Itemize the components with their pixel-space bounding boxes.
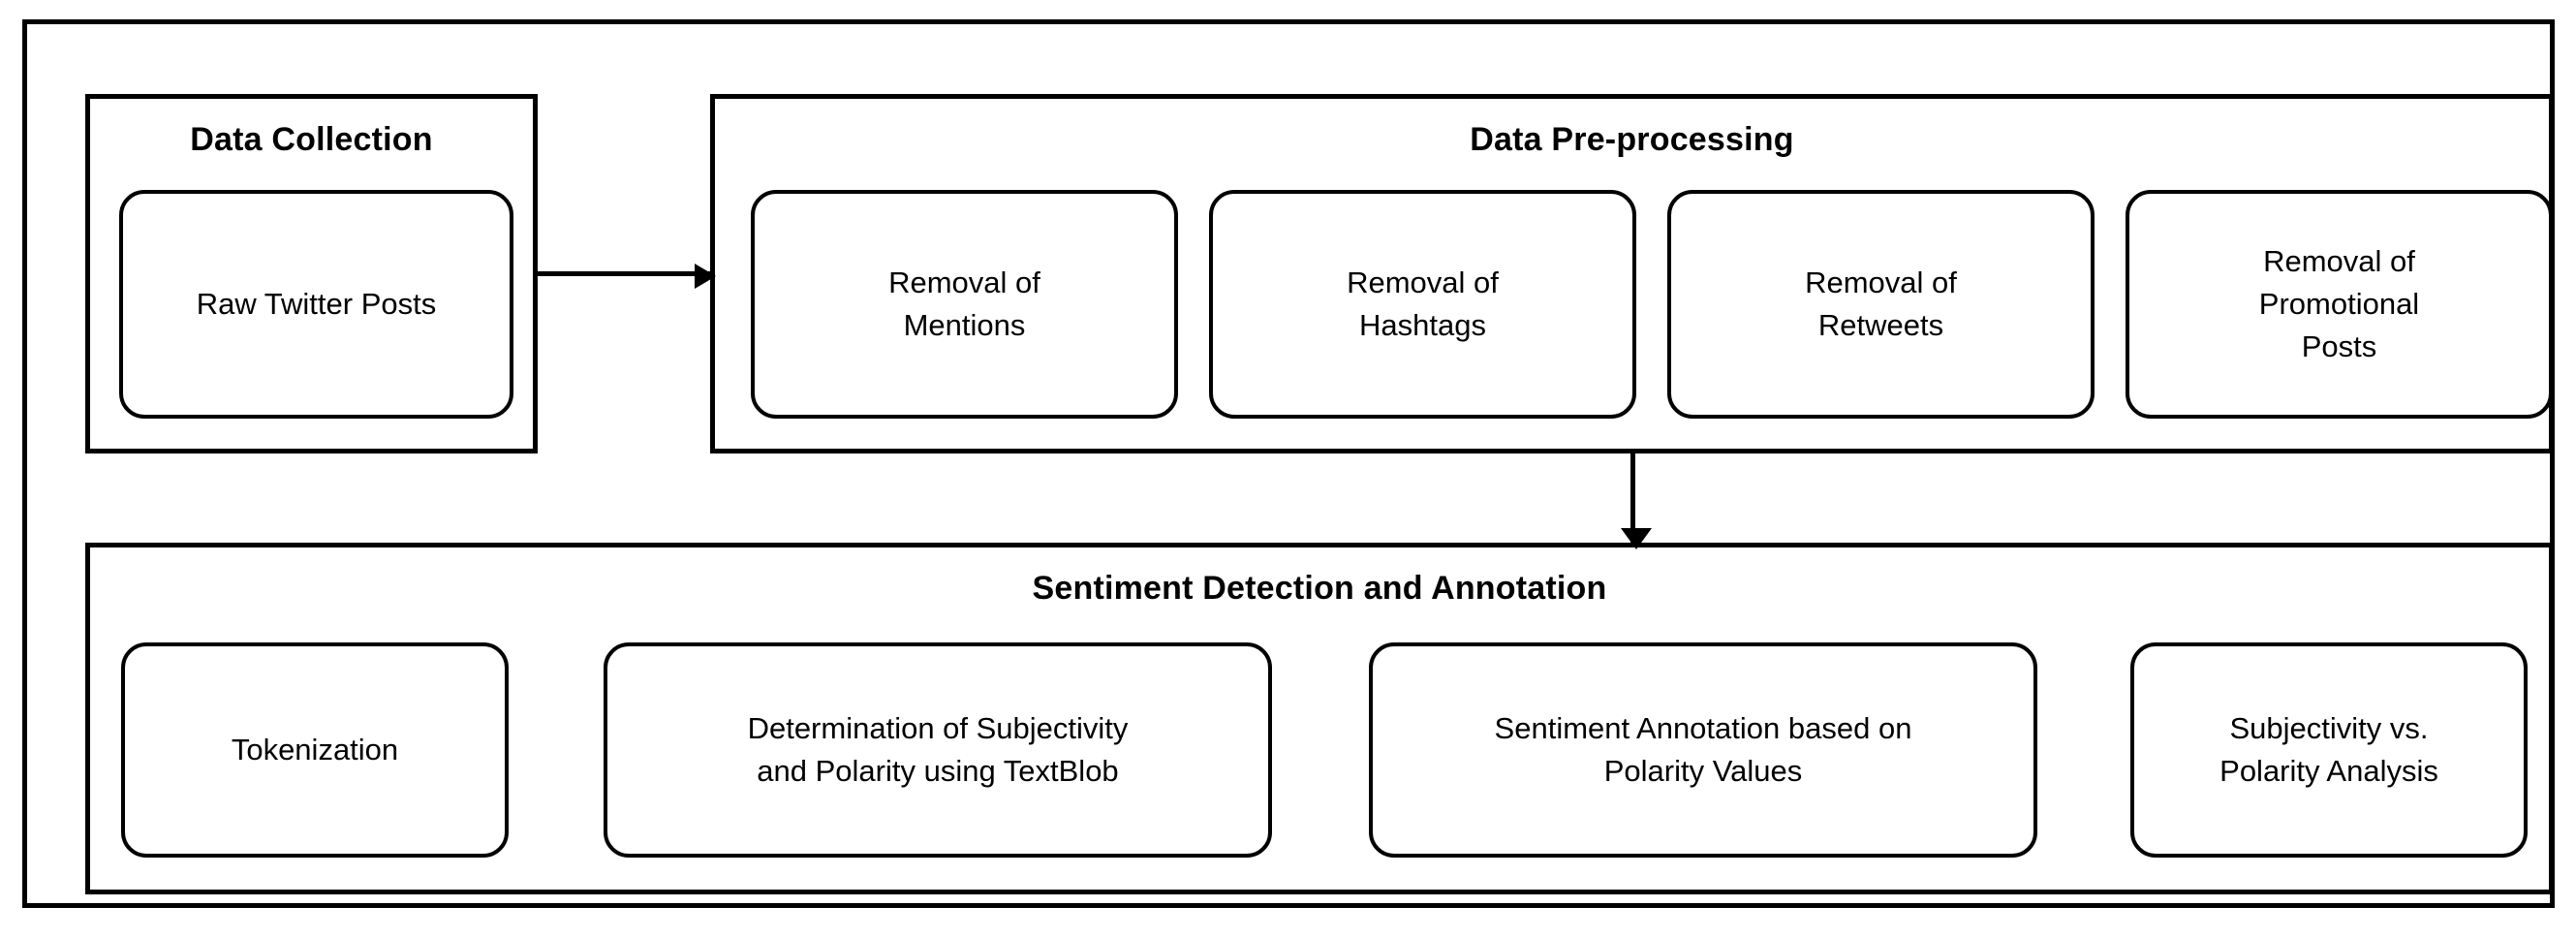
node-removal-of-retweets-label: Removal of Retweets [1805, 266, 1957, 342]
node-removal-of-promotional-posts[interactable]: Removal of Promotional Posts [2126, 190, 2553, 419]
node-raw-twitter-posts-label: Raw Twitter Posts [196, 287, 437, 321]
group-data-preprocessing: Data Pre-processing Removal of Mentions … [710, 94, 2554, 453]
node-sentiment-annotation-based-on-polarity-values[interactable]: Sentiment Annotation based on Polarity V… [1369, 642, 2037, 858]
diagram-outer-frame: Data Collection Raw Twitter Posts Data P… [22, 19, 2555, 908]
arrow-down-icon-preprocessing-to-sentiment [1621, 453, 1652, 549]
group-data-collection: Data Collection Raw Twitter Posts [85, 94, 538, 453]
node-sentiment-annotation-based-on-polarity-values-label: Sentiment Annotation based on Polarity V… [1494, 711, 1912, 788]
group-data-preprocessing-title: Data Pre-processing [1470, 121, 1794, 158]
node-subjectivity-vs-polarity-analysis-label: Subjectivity vs. Polarity Analysis [2219, 711, 2438, 788]
group-sentiment-detection-and-annotation-title: Sentiment Detection and Annotation [1032, 570, 1607, 607]
node-removal-of-mentions[interactable]: Removal of Mentions [751, 190, 1178, 419]
node-tokenization-label: Tokenization [231, 733, 399, 766]
node-determination-of-subjectivity-and-polarity[interactable]: Determination of Subjectivity and Polari… [604, 642, 1272, 858]
group-sentiment-detection-and-annotation: Sentiment Detection and Annotation Token… [85, 543, 2554, 894]
node-raw-twitter-posts[interactable]: Raw Twitter Posts [119, 190, 513, 419]
node-subjectivity-vs-polarity-analysis[interactable]: Subjectivity vs. Polarity Analysis [2130, 642, 2528, 858]
node-determination-of-subjectivity-and-polarity-label: Determination of Subjectivity and Polari… [747, 711, 1129, 788]
node-removal-of-hashtags[interactable]: Removal of Hashtags [1209, 190, 1636, 419]
group-data-collection-title: Data Collection [190, 121, 433, 158]
node-removal-of-hashtags-label: Removal of Hashtags [1347, 266, 1499, 342]
arrow-right-icon-collection-to-preprocessing [538, 264, 716, 289]
node-removal-of-retweets[interactable]: Removal of Retweets [1667, 190, 2095, 419]
node-removal-of-mentions-label: Removal of Mentions [888, 266, 1040, 342]
node-removal-of-promotional-posts-label: Removal of Promotional Posts [2258, 244, 2420, 363]
node-tokenization[interactable]: Tokenization [121, 642, 509, 858]
